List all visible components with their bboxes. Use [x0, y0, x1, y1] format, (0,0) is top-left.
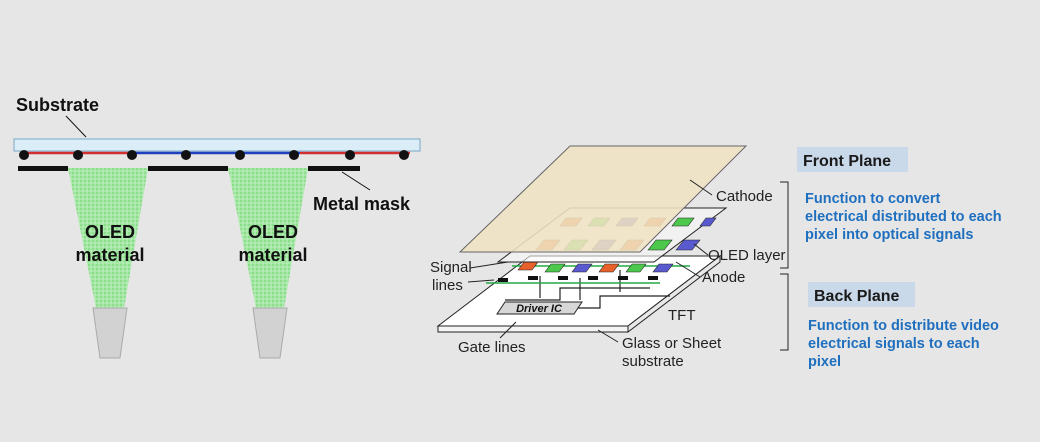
metal-mask-label: Metal mask: [313, 194, 411, 214]
deposition-diagram: Substrate Metal mask OLED material OLED …: [13, 95, 421, 359]
front-plane-title-box: [797, 147, 908, 172]
oled-spray-cone-1: [68, 168, 148, 308]
driver-ic: [496, 301, 583, 315]
oled-material-1-line2: material: [75, 245, 144, 265]
front-plane-desc-2: electrical distributed to each: [805, 209, 1002, 225]
anode-dots: [19, 150, 409, 160]
driver-ic-label: Driver IC: [516, 303, 563, 315]
oled-layer-label: OLED layer: [708, 247, 786, 264]
signal-lines-label-1: Signal: [430, 259, 472, 276]
metal-mask: [18, 166, 360, 171]
metal-mask-leader: [341, 171, 371, 191]
front-plane-bracket: [780, 181, 789, 269]
crucible-1: [92, 307, 128, 359]
oled-material-2-line1: OLED: [248, 222, 298, 242]
plane-descriptions: Front Plane Function to convert electric…: [797, 147, 1002, 370]
substrate: [13, 138, 421, 152]
leader-lines: [467, 179, 713, 343]
back-plane-title: Back Plane: [814, 288, 899, 305]
back-plane-bracket: [780, 273, 789, 351]
tft-label: TFT: [668, 307, 696, 324]
back-plane-desc-3: pixel: [808, 354, 841, 370]
cathode-label: Cathode: [716, 188, 773, 205]
substrate-leader: [65, 115, 87, 138]
front-plane-desc-3: pixel into optical signals: [805, 227, 973, 243]
back-plane-title-box: [808, 282, 915, 307]
cathode-plane: [458, 145, 748, 253]
oled-material-1-line1: OLED: [85, 222, 135, 242]
gate-lines-label: Gate lines: [458, 339, 526, 356]
glass-substrate-label-2: substrate: [622, 353, 684, 370]
back-plane-desc-1: Function to distribute video: [808, 318, 999, 334]
signal-lines-label-2: lines: [432, 277, 463, 294]
front-plane-desc-1: Function to convert: [805, 191, 941, 207]
back-plane-desc-2: electrical signals to each: [808, 336, 980, 352]
anode-label: Anode: [702, 269, 745, 286]
tft-blocks: [498, 276, 658, 282]
crucible-2: [252, 307, 288, 359]
layer-stack-diagram: Driver IC: [430, 145, 789, 370]
anode-pixels: [517, 261, 674, 273]
oled-material-2-line2: material: [238, 245, 307, 265]
substrate-label: Substrate: [16, 95, 99, 115]
glass-substrate-label-1: Glass or Sheet: [622, 335, 722, 352]
front-plane-title: Front Plane: [803, 153, 891, 170]
oled-spray-cone-2: [228, 168, 308, 308]
